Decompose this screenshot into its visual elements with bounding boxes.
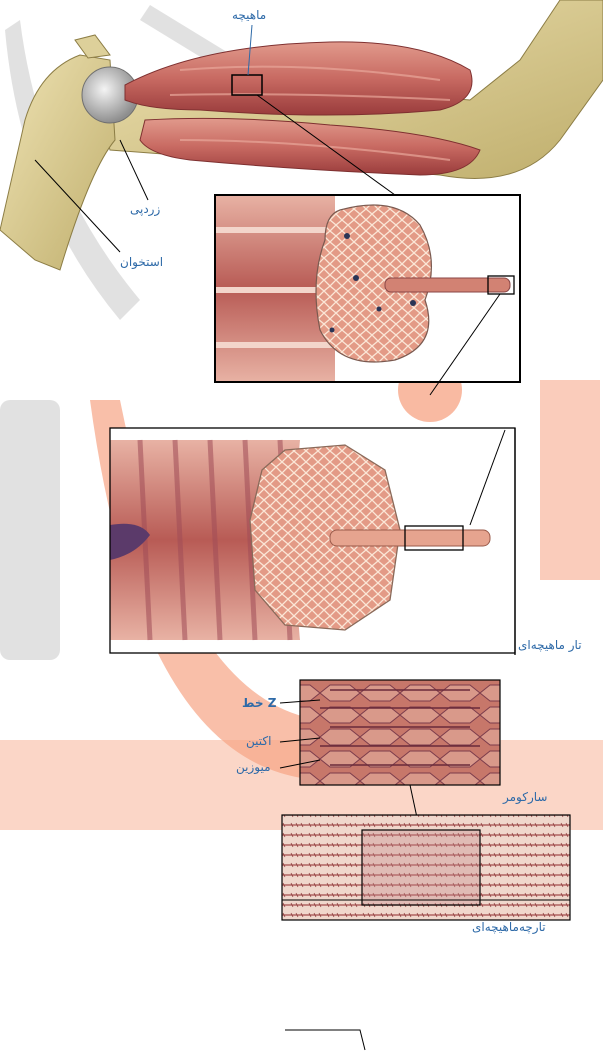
label-muscle-fiber: تار ماهیچه‌ای xyxy=(518,638,582,652)
label-actin: اکتین xyxy=(246,734,271,748)
label-sarcomere: سارکومر xyxy=(503,790,547,804)
label-myofibril: تارچه‌ماهیچه‌ای xyxy=(472,920,546,934)
muscle-fiber-panel xyxy=(110,428,515,655)
sarcomere-region xyxy=(362,830,480,905)
biceps-muscle xyxy=(125,42,472,115)
label-z-line: Z خط xyxy=(242,696,276,710)
label-tendon: زردپی xyxy=(130,202,160,216)
myofibril-rod xyxy=(330,530,490,546)
label-myosin: میوزین xyxy=(236,760,271,774)
fascicle-cross-section-panel xyxy=(215,195,520,395)
label-muscle: ماهیچه xyxy=(232,8,266,22)
label-bone: استخوان xyxy=(120,255,163,269)
single-fiber-rod xyxy=(385,278,510,292)
